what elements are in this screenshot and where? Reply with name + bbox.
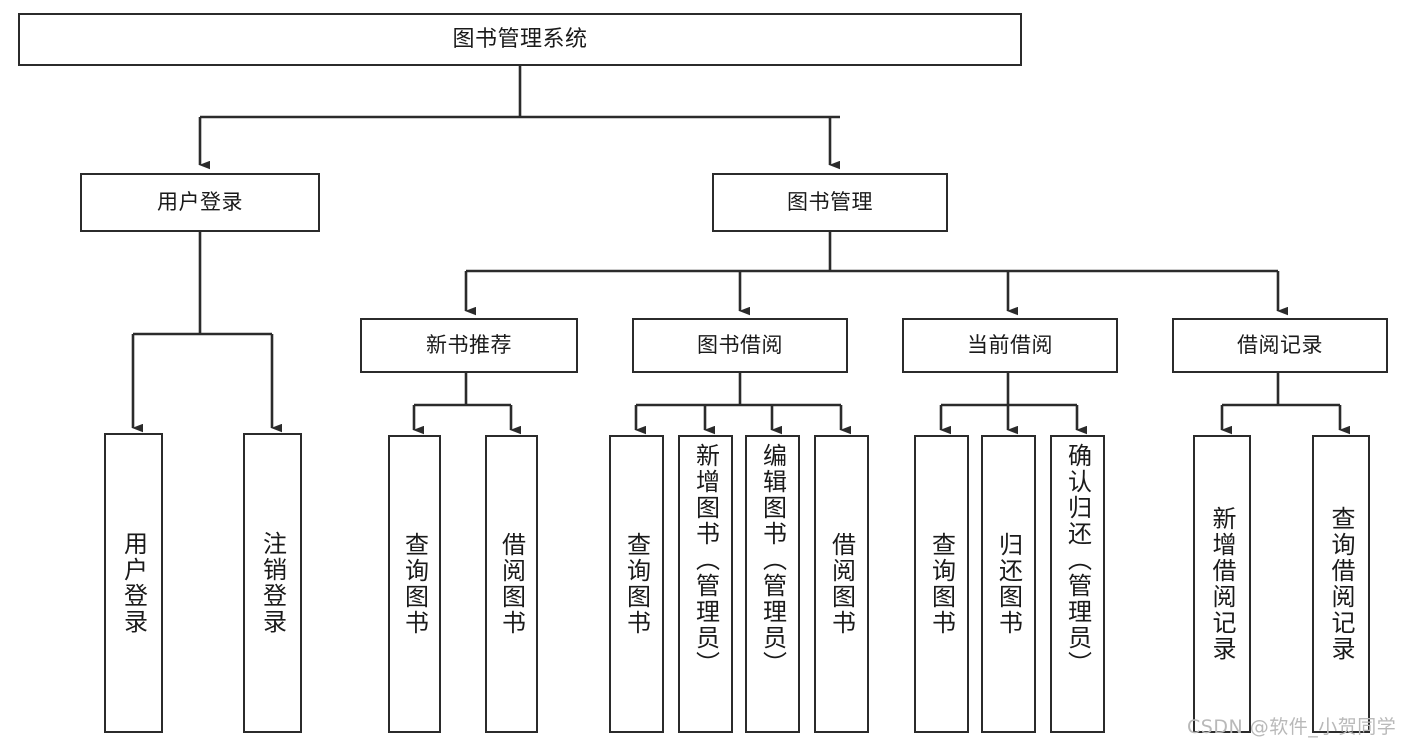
node-label: 借阅图书 <box>497 532 526 636</box>
node-label: 借阅图书 <box>827 532 856 636</box>
leaf-query-borrow-record[interactable]: 查询借阅记录 <box>1312 435 1370 733</box>
node-label: 编辑图书（管理员） <box>758 443 787 677</box>
node-label: 用户登录 <box>119 531 148 635</box>
node-borrow-records[interactable]: 借阅记录 <box>1172 318 1388 373</box>
node-label: 图书管理 <box>787 190 873 215</box>
node-label: 新增图书（管理员） <box>691 443 720 677</box>
leaf-user-login[interactable]: 用户登录 <box>104 433 163 733</box>
leaf-add-borrow-record[interactable]: 新增借阅记录 <box>1193 435 1251 733</box>
node-book-management[interactable]: 图书管理 <box>712 173 948 232</box>
node-user-login[interactable]: 用户登录 <box>80 173 320 232</box>
leaf-query-book-recommend[interactable]: 查询图书 <box>388 435 441 733</box>
watermark: CSDN @软件_小贺同学 <box>1187 716 1397 738</box>
node-label: 查询图书 <box>400 532 429 636</box>
node-label: 图书借阅 <box>697 333 783 358</box>
node-label: 注销登录 <box>258 531 287 635</box>
leaf-query-book-borrow[interactable]: 查询图书 <box>609 435 664 733</box>
node-label: 用户登录 <box>157 190 243 215</box>
leaf-return-book[interactable]: 归还图书 <box>981 435 1036 733</box>
node-label: 查询借阅记录 <box>1327 506 1355 662</box>
node-label: 查询图书 <box>622 532 651 636</box>
node-label: 借阅记录 <box>1237 333 1323 358</box>
leaf-edit-book-admin[interactable]: 编辑图书（管理员） <box>745 435 800 733</box>
leaf-query-book-current[interactable]: 查询图书 <box>914 435 969 733</box>
node-label: 新增借阅记录 <box>1208 506 1236 662</box>
node-label: 新书推荐 <box>426 333 512 358</box>
node-book-borrow[interactable]: 图书借阅 <box>632 318 848 373</box>
leaf-borrow-book-recommend[interactable]: 借阅图书 <box>485 435 538 733</box>
node-label: 归还图书 <box>994 532 1023 636</box>
node-current-borrow[interactable]: 当前借阅 <box>902 318 1118 373</box>
node-root-system[interactable]: 图书管理系统 <box>18 13 1022 66</box>
leaf-add-book-admin[interactable]: 新增图书（管理员） <box>678 435 733 733</box>
node-new-book-recommend[interactable]: 新书推荐 <box>360 318 578 373</box>
node-label: 确认归还（管理员） <box>1063 443 1092 677</box>
leaf-confirm-return-admin[interactable]: 确认归还（管理员） <box>1050 435 1105 733</box>
leaf-user-logout[interactable]: 注销登录 <box>243 433 302 733</box>
node-label: 图书管理系统 <box>452 26 588 52</box>
node-label: 查询图书 <box>927 532 956 636</box>
node-label: 当前借阅 <box>967 333 1053 358</box>
leaf-borrow-book[interactable]: 借阅图书 <box>814 435 869 733</box>
